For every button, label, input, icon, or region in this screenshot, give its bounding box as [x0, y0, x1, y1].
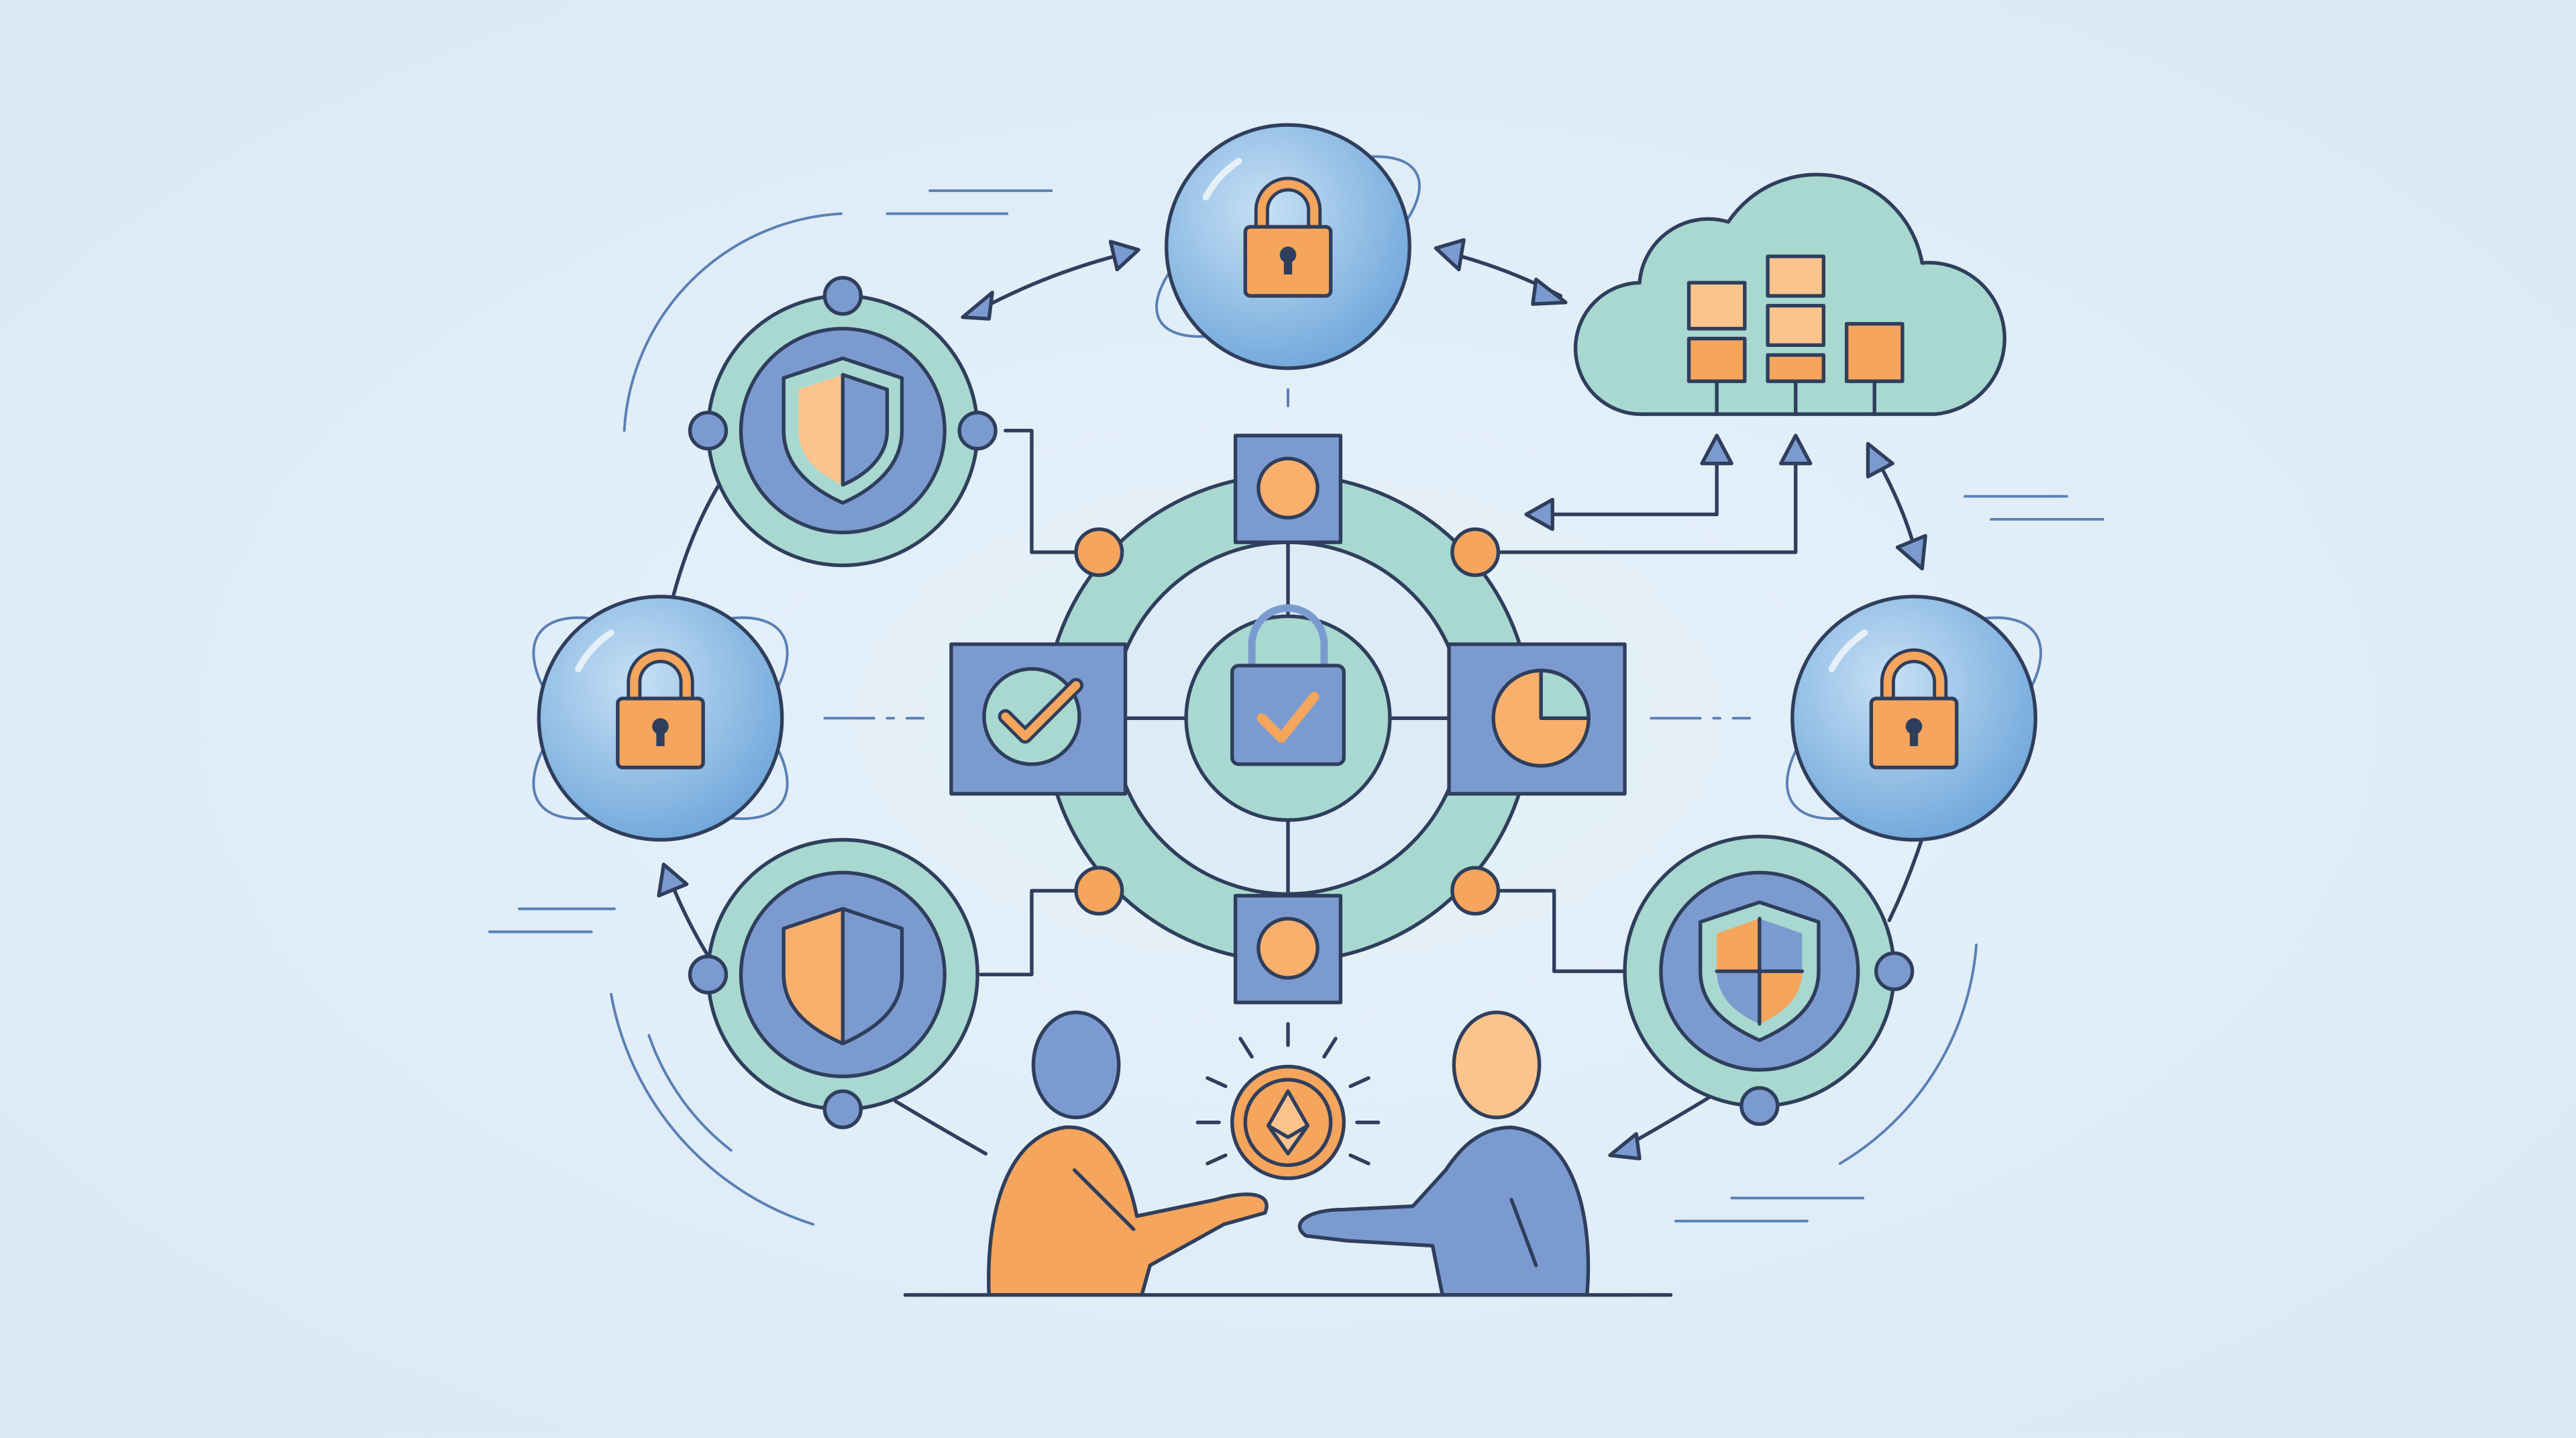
secure-sphere-top — [1155, 123, 1421, 370]
hub-node-bottom — [1233, 894, 1343, 1005]
arrow-head-icon — [961, 291, 994, 321]
analytics-panel — [1447, 642, 1627, 796]
crypto-coin — [1195, 1022, 1381, 1180]
arrow-head-icon — [657, 862, 689, 898]
arrow-head-icon — [1895, 533, 1927, 571]
arrowheads — [657, 238, 1927, 1161]
hub-connection-nodes — [1074, 527, 1501, 916]
padlock-icon — [1230, 604, 1346, 766]
arrow-head-icon — [1866, 442, 1894, 478]
person-right — [1297, 1010, 1591, 1297]
arrow-head-icon — [1700, 433, 1733, 466]
cloud-storage — [1573, 172, 2006, 416]
arrow-head-icon — [1434, 238, 1466, 272]
padlock-icon — [1243, 176, 1333, 298]
arrow-head-icon — [1779, 433, 1813, 466]
secure-sphere-right — [1786, 595, 2043, 842]
person-icon — [1452, 1010, 1542, 1120]
arrow-head-icon — [1108, 240, 1140, 272]
central-hub — [1042, 473, 1534, 964]
shield-badge-bottom-right — [1623, 834, 1915, 1126]
secure-sphere-left — [532, 595, 789, 842]
person-left — [987, 1010, 1269, 1297]
arrow-head-icon — [1531, 277, 1568, 306]
shield-badge-bottom-left — [688, 837, 979, 1129]
hub-node-top — [1233, 433, 1343, 544]
padlock-icon — [1869, 648, 1959, 770]
person-icon — [1031, 1010, 1121, 1120]
verification-panel — [949, 642, 1128, 796]
checkmark-icon — [1256, 692, 1320, 743]
arrow-head-icon — [1608, 1132, 1642, 1161]
padlock-icon — [616, 648, 705, 770]
decorative-lines — [488, 189, 2104, 1226]
checkmark-icon — [1001, 681, 1081, 741]
arrow-head-icon — [1524, 497, 1554, 531]
shield-badge-top-left — [688, 276, 998, 568]
